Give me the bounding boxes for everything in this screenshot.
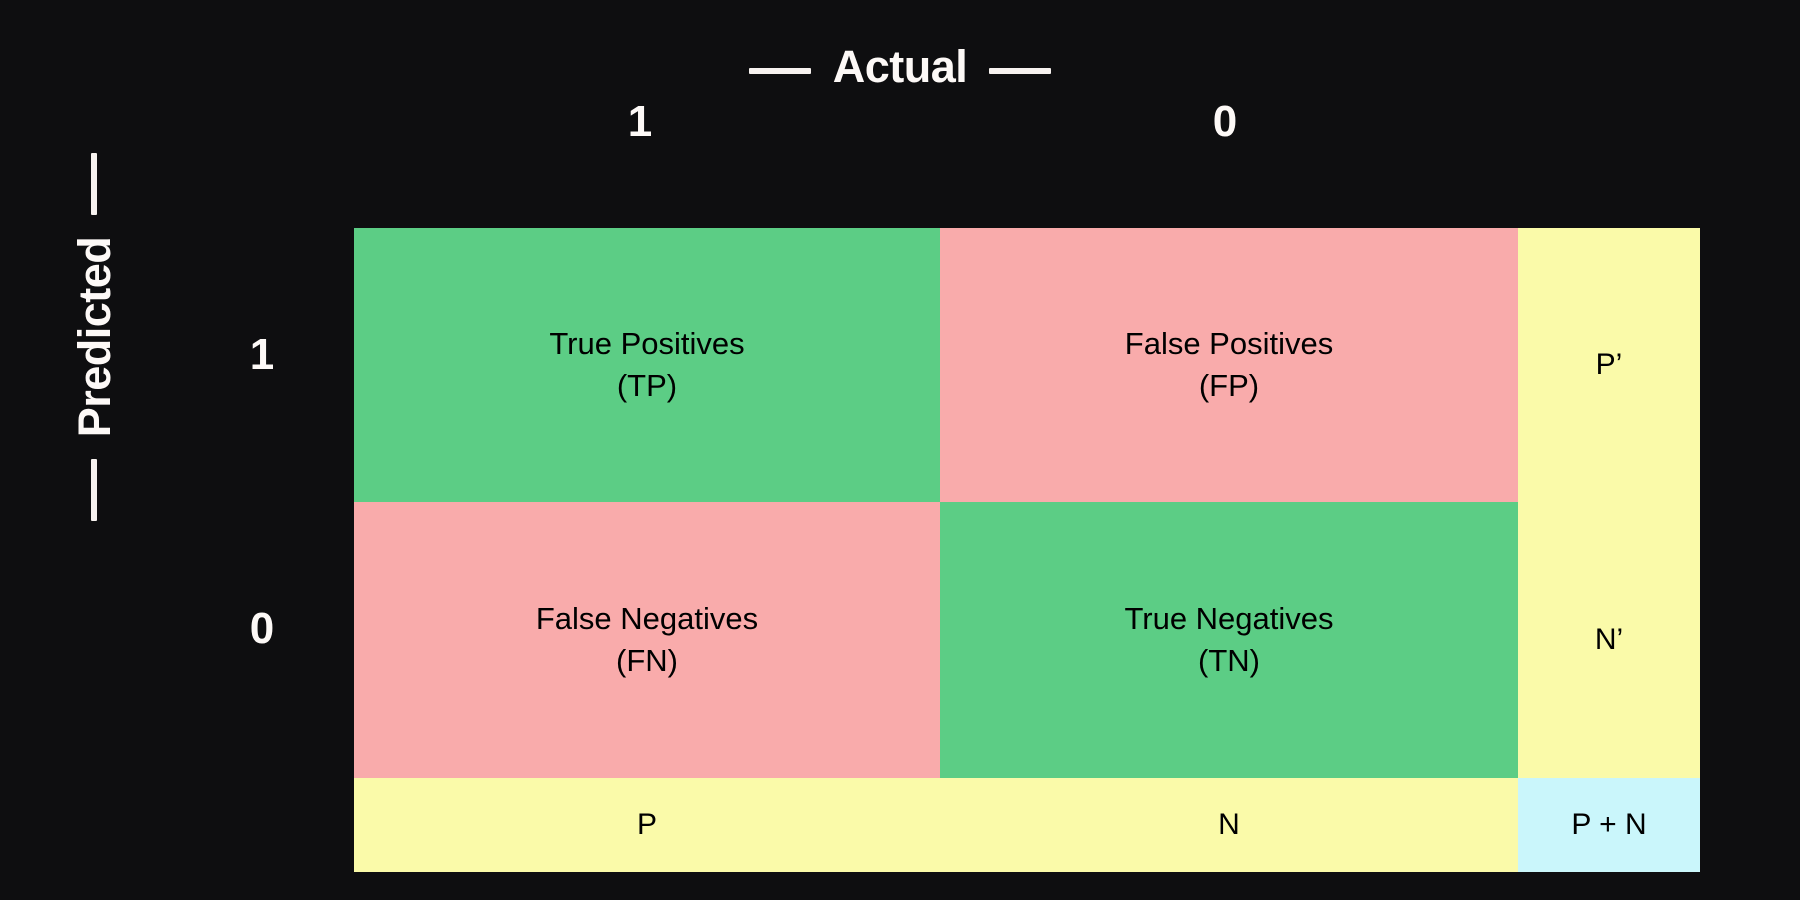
cell-false-negatives: False Negatives (FN) bbox=[354, 502, 940, 778]
cell-true-positives-label: True Positives bbox=[549, 326, 745, 362]
cell-false-negatives-abbrev: (FN) bbox=[616, 643, 678, 678]
cell-predicted-positive-total: P’ bbox=[1518, 228, 1700, 502]
actual-title-text: Actual bbox=[832, 41, 968, 92]
cell-predicted-negative-total: N’ bbox=[1518, 502, 1700, 778]
cell-true-positives: True Positives (TP) bbox=[354, 228, 940, 502]
predicted-axis-title: Predicted bbox=[59, 87, 129, 587]
cell-actual-positive-total: P bbox=[354, 778, 940, 872]
cell-false-positives-label: False Positives bbox=[1124, 326, 1334, 362]
column-header-1: 1 bbox=[627, 97, 653, 146]
cell-true-positives-abbrev: (TP) bbox=[616, 368, 678, 403]
cell-true-negatives-label: True Negatives bbox=[1124, 601, 1334, 637]
predicted-title-rule-right bbox=[91, 152, 97, 215]
cell-false-positives: False Positives (FP) bbox=[940, 228, 1518, 502]
cell-actual-negative-total: N bbox=[940, 778, 1518, 872]
cell-false-negatives-label: False Negatives bbox=[535, 601, 759, 637]
column-header-0: 0 bbox=[1212, 97, 1238, 146]
row-header-0: 0 bbox=[249, 604, 275, 653]
row-header-1: 1 bbox=[249, 330, 275, 379]
cell-false-positives-abbrev: (FP) bbox=[1198, 368, 1260, 403]
cell-true-negatives: True Negatives (TN) bbox=[940, 502, 1518, 778]
predicted-title-text: Predicted bbox=[68, 236, 120, 438]
cell-true-negatives-abbrev: (TN) bbox=[1198, 643, 1260, 678]
actual-title-rule-right bbox=[989, 67, 1052, 74]
matrix-grid: True Positives (TP) False Positives (FP)… bbox=[354, 228, 1700, 872]
cell-grand-total: P + N bbox=[1518, 778, 1700, 872]
actual-title-rule-left bbox=[748, 67, 811, 74]
predicted-title-rule-left bbox=[91, 459, 97, 522]
actual-axis-title: Actual bbox=[0, 44, 1800, 89]
